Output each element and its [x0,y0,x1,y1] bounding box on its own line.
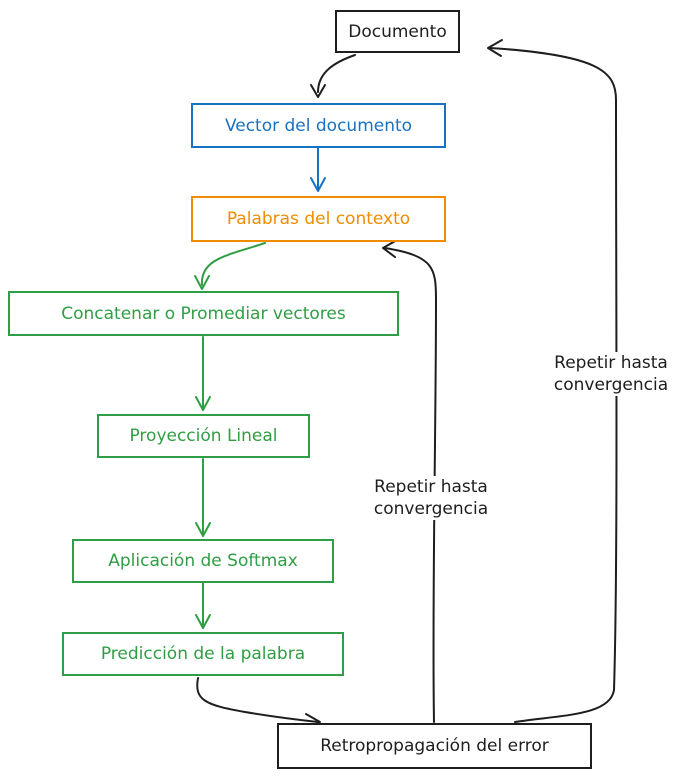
arrow-prediccion-to-retro [196,677,319,723]
loop-label-inner-line-1: Repetir hasta [374,477,488,497]
arrow-documento-to-vector [317,54,356,93]
node-palabras-contexto: Palabras del contexto [191,196,446,242]
arrow-loop-to-documento [489,47,618,723]
node-vector-documento: Vector del documento [191,103,446,148]
node-proyeccion-lineal: Proyección Lineal [97,414,310,458]
arrowhead-softmax-to-prediccion [195,614,211,629]
arrowhead-proyeccion-to-softmax [195,522,211,537]
node-retropropagacion-error: Retropropagación del error [277,723,592,769]
arrowhead-loop-to-palabras [382,239,398,258]
arrowhead-loop-to-documento [487,39,503,57]
node-concatenar-promediar: Concatenar o Promediar vectores [8,291,399,336]
loop-label-inner: Repetir hasta convergencia [346,476,516,520]
node-prediccion-palabra: Predicción de la palabra [62,632,344,676]
loop-label-outer: Repetir hasta convergencia [516,352,687,396]
arrowhead-palabras-to-concatenar [194,275,210,290]
node-documento: Documento [335,10,460,53]
node-aplicacion-softmax: Aplicación de Softmax [72,539,334,583]
loop-label-outer-line-2: convergencia [553,375,669,395]
arrow-loop-to-palabras [384,247,437,723]
loop-label-inner-line-2: convergencia [373,499,489,519]
arrowhead-documento-to-vector [310,84,326,98]
arrowhead-concatenar-to-proyeccion [195,396,211,411]
arrowhead-vector-to-palabras [310,177,326,192]
loop-label-outer-line-1: Repetir hasta [554,353,668,373]
arrow-palabras-to-concatenar [200,242,266,286]
